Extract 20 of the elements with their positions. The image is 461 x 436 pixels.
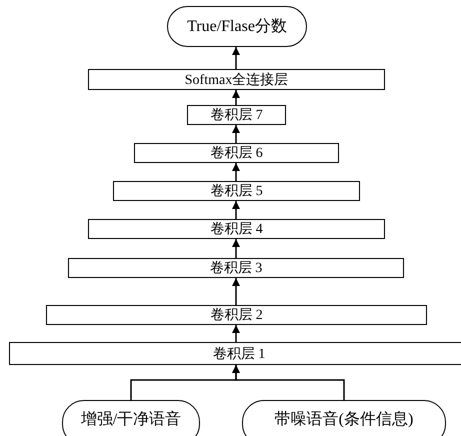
arrow [232,90,240,105]
layer-box: 卷积层 4 [88,219,385,239]
arrow [232,365,345,400]
layer-box: 卷积层 6 [134,143,339,163]
arrow [232,47,240,69]
layer-box: 卷积层 2 [46,305,427,325]
layer-box: 卷积层 7 [187,105,286,125]
layer-box: 卷积层 3 [68,258,404,278]
terminal-box: True/Flase分数 [167,6,307,47]
arrow [232,125,240,143]
arrow [232,201,240,219]
layer-box: 卷积层 5 [113,181,360,201]
terminal-box: 增强/干净语音 [62,400,200,436]
arrow [232,239,240,258]
layer-box: Softmax全连接层 [88,69,385,90]
layer-box: 卷积层 1 [9,342,461,365]
arrow [232,278,240,305]
arrow [232,163,240,181]
arrow [232,325,240,342]
terminal-box: 带噪语音(条件信息) [242,400,446,436]
